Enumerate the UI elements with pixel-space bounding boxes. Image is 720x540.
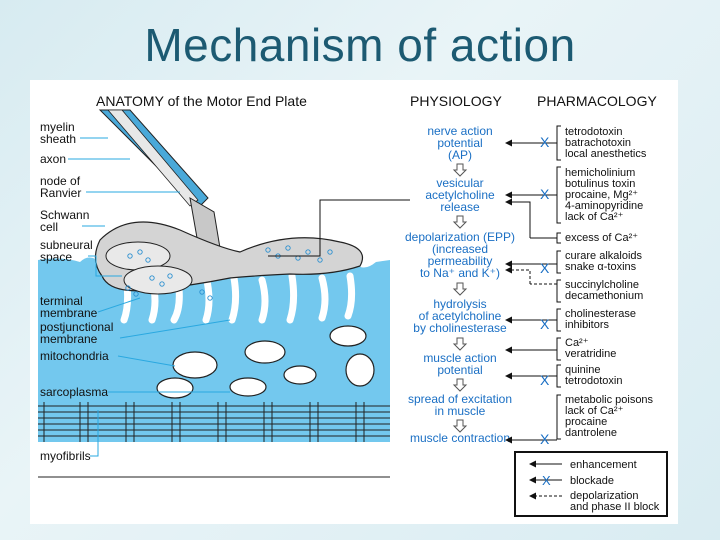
phys-step4-l3: by cholinesterase	[413, 321, 507, 335]
pharm-g9-l3: procaine	[565, 416, 607, 428]
pharm-g7-l2: veratridine	[565, 348, 616, 360]
pharm-g2-l1: hemicholinium	[565, 167, 635, 179]
pharmacology-column: tetrodotoxin batrachotoxin local anesthe…	[565, 126, 654, 439]
blockade-x-2: X	[540, 186, 550, 202]
phys-step3-l2: (increased	[432, 242, 488, 256]
pharm-g7-l1: Ca²⁺	[565, 337, 589, 349]
pharm-g8-l1: quinine	[565, 364, 600, 376]
label-schwann-cell-l2: cell	[40, 220, 58, 234]
phys-step2-l3: release	[440, 200, 480, 214]
label-myofibrils: myofibrils	[40, 449, 91, 463]
phys-step3-l1: depolarization (EPP)	[405, 230, 515, 244]
label-schwann-cell-l1: Schwann	[40, 208, 89, 222]
phys-step6-l2: in muscle	[435, 404, 486, 418]
pharm-to-phys-arrows	[505, 139, 557, 444]
phys-step1-l2: potential	[437, 136, 482, 150]
pharmacology-header: PHARMACOLOGY	[537, 93, 657, 109]
label-myelin-sheath-l1: myelin	[40, 120, 75, 134]
physiology-header: PHYSIOLOGY	[410, 93, 502, 109]
phys-step1-l3: (AP)	[448, 148, 472, 162]
label-terminal-membrane-l1: terminal	[40, 294, 83, 308]
pharmacology-brackets	[556, 125, 561, 440]
nerve-fiber	[98, 109, 221, 256]
muscle-fiber-region	[38, 256, 390, 478]
label-myelin-sheath-l2: sheath	[40, 132, 76, 146]
blockade-x-6: X	[540, 431, 550, 447]
blockade-x-marks: X X X X X X	[540, 134, 550, 447]
phys-step1-l1: nerve action	[427, 124, 492, 138]
anatomy-leader-lines	[68, 137, 231, 457]
pharm-g1-l2: batrachotoxin	[565, 137, 631, 149]
phys-step2-l1: vesicular	[436, 176, 483, 190]
legend-depolarization-l1: depolarization	[570, 490, 639, 502]
blockade-x-3: X	[540, 260, 550, 276]
pharm-g1-l1: tetrodotoxin	[565, 126, 622, 138]
phys-step4-l1: hydrolysis	[433, 297, 486, 311]
blockade-x-1: X	[540, 134, 550, 150]
figure-svg: ANATOMY of the Motor End Plate PHYSIOLOG…	[38, 93, 668, 517]
phys-step2-l2: acetylcholine	[425, 188, 495, 202]
label-postjunctional-membrane-l1: postjunctional	[40, 320, 113, 334]
pharm-g9-l1: metabolic poisons	[565, 394, 654, 406]
release-leader-line	[268, 199, 410, 257]
legend-x-mark: X	[542, 473, 551, 488]
blockade-x-5: X	[540, 372, 550, 388]
pharm-g9-l4: dantrolene	[565, 427, 617, 439]
pharm-g6-l1: cholinesterase	[565, 308, 636, 320]
phys-step7: muscle contraction	[410, 431, 510, 445]
pharm-g1-l3: local anesthetics	[565, 148, 647, 160]
pharm-g2-l2: botulinus toxin	[565, 178, 635, 190]
pharm-g5-l1: succinylcholine	[565, 279, 639, 291]
phys-step5-l2: potential	[437, 363, 482, 377]
physiology-column: nerve action potential (AP) vesicular ac…	[405, 124, 515, 445]
phys-step5-l1: muscle action	[423, 351, 496, 365]
pharm-g9-l2: lack of Ca²⁺	[565, 405, 624, 417]
label-mitochondria: mitochondria	[40, 349, 109, 363]
pharm-g3-l1: excess of Ca²⁺	[565, 232, 638, 244]
anatomy-labels: myelin sheath axon node of Ranvier Schwa…	[40, 120, 113, 463]
label-subneural-space-l2: space	[40, 250, 72, 264]
pharm-g2-l4: 4-aminopyridine	[565, 200, 643, 212]
phys-step4-l2: of acetylcholine	[419, 309, 502, 323]
phys-step3-l4: to Na⁺ and K⁺)	[420, 266, 500, 280]
label-subneural-space-l1: subneural	[40, 238, 93, 252]
label-axon: axon	[40, 152, 66, 166]
acetylcholine-vesicles	[125, 245, 333, 301]
label-postjunctional-membrane-l2: membrane	[40, 332, 98, 346]
label-node-ranvier-l1: node of	[40, 174, 81, 188]
blockade-x-4: X	[540, 316, 550, 332]
nerve-terminal	[94, 221, 364, 295]
anatomy-header: ANATOMY of the Motor End Plate	[96, 93, 307, 109]
pharm-g2-l3: procaine, Mg²⁺	[565, 189, 638, 201]
label-sarcoplasma: sarcoplasma	[40, 385, 108, 399]
pharm-g6-l2: inhibitors	[565, 319, 610, 331]
pharm-g5-l2: decamethonium	[565, 290, 643, 302]
legend-blockade: blockade	[570, 475, 614, 487]
mitochondria-group	[156, 325, 375, 399]
phys-step3-l3: permeability	[428, 254, 493, 268]
label-node-ranvier-l2: Ranvier	[40, 186, 81, 200]
legend-enhancement: enhancement	[570, 459, 637, 471]
physiology-flow-arrows	[452, 163, 468, 433]
pharm-g8-l2: tetrodotoxin	[565, 375, 622, 387]
slide-title: Mechanism of action	[144, 19, 576, 71]
pharm-g4-l1: curare alkaloids	[565, 250, 643, 262]
legend-box: enhancement X blockade depolarization an…	[514, 451, 668, 517]
pharm-g2-l5: lack of Ca²⁺	[565, 211, 624, 223]
legend-depolarization-l2: and phase II block	[570, 501, 660, 513]
motor-end-plate-figure: ANATOMY of the Motor End Plate PHYSIOLOG…	[30, 80, 678, 524]
phys-step6-l1: spread of excitation	[408, 392, 512, 406]
label-terminal-membrane-l2: membrane	[40, 306, 98, 320]
pharm-g4-l2: snake α-toxins	[565, 261, 637, 273]
